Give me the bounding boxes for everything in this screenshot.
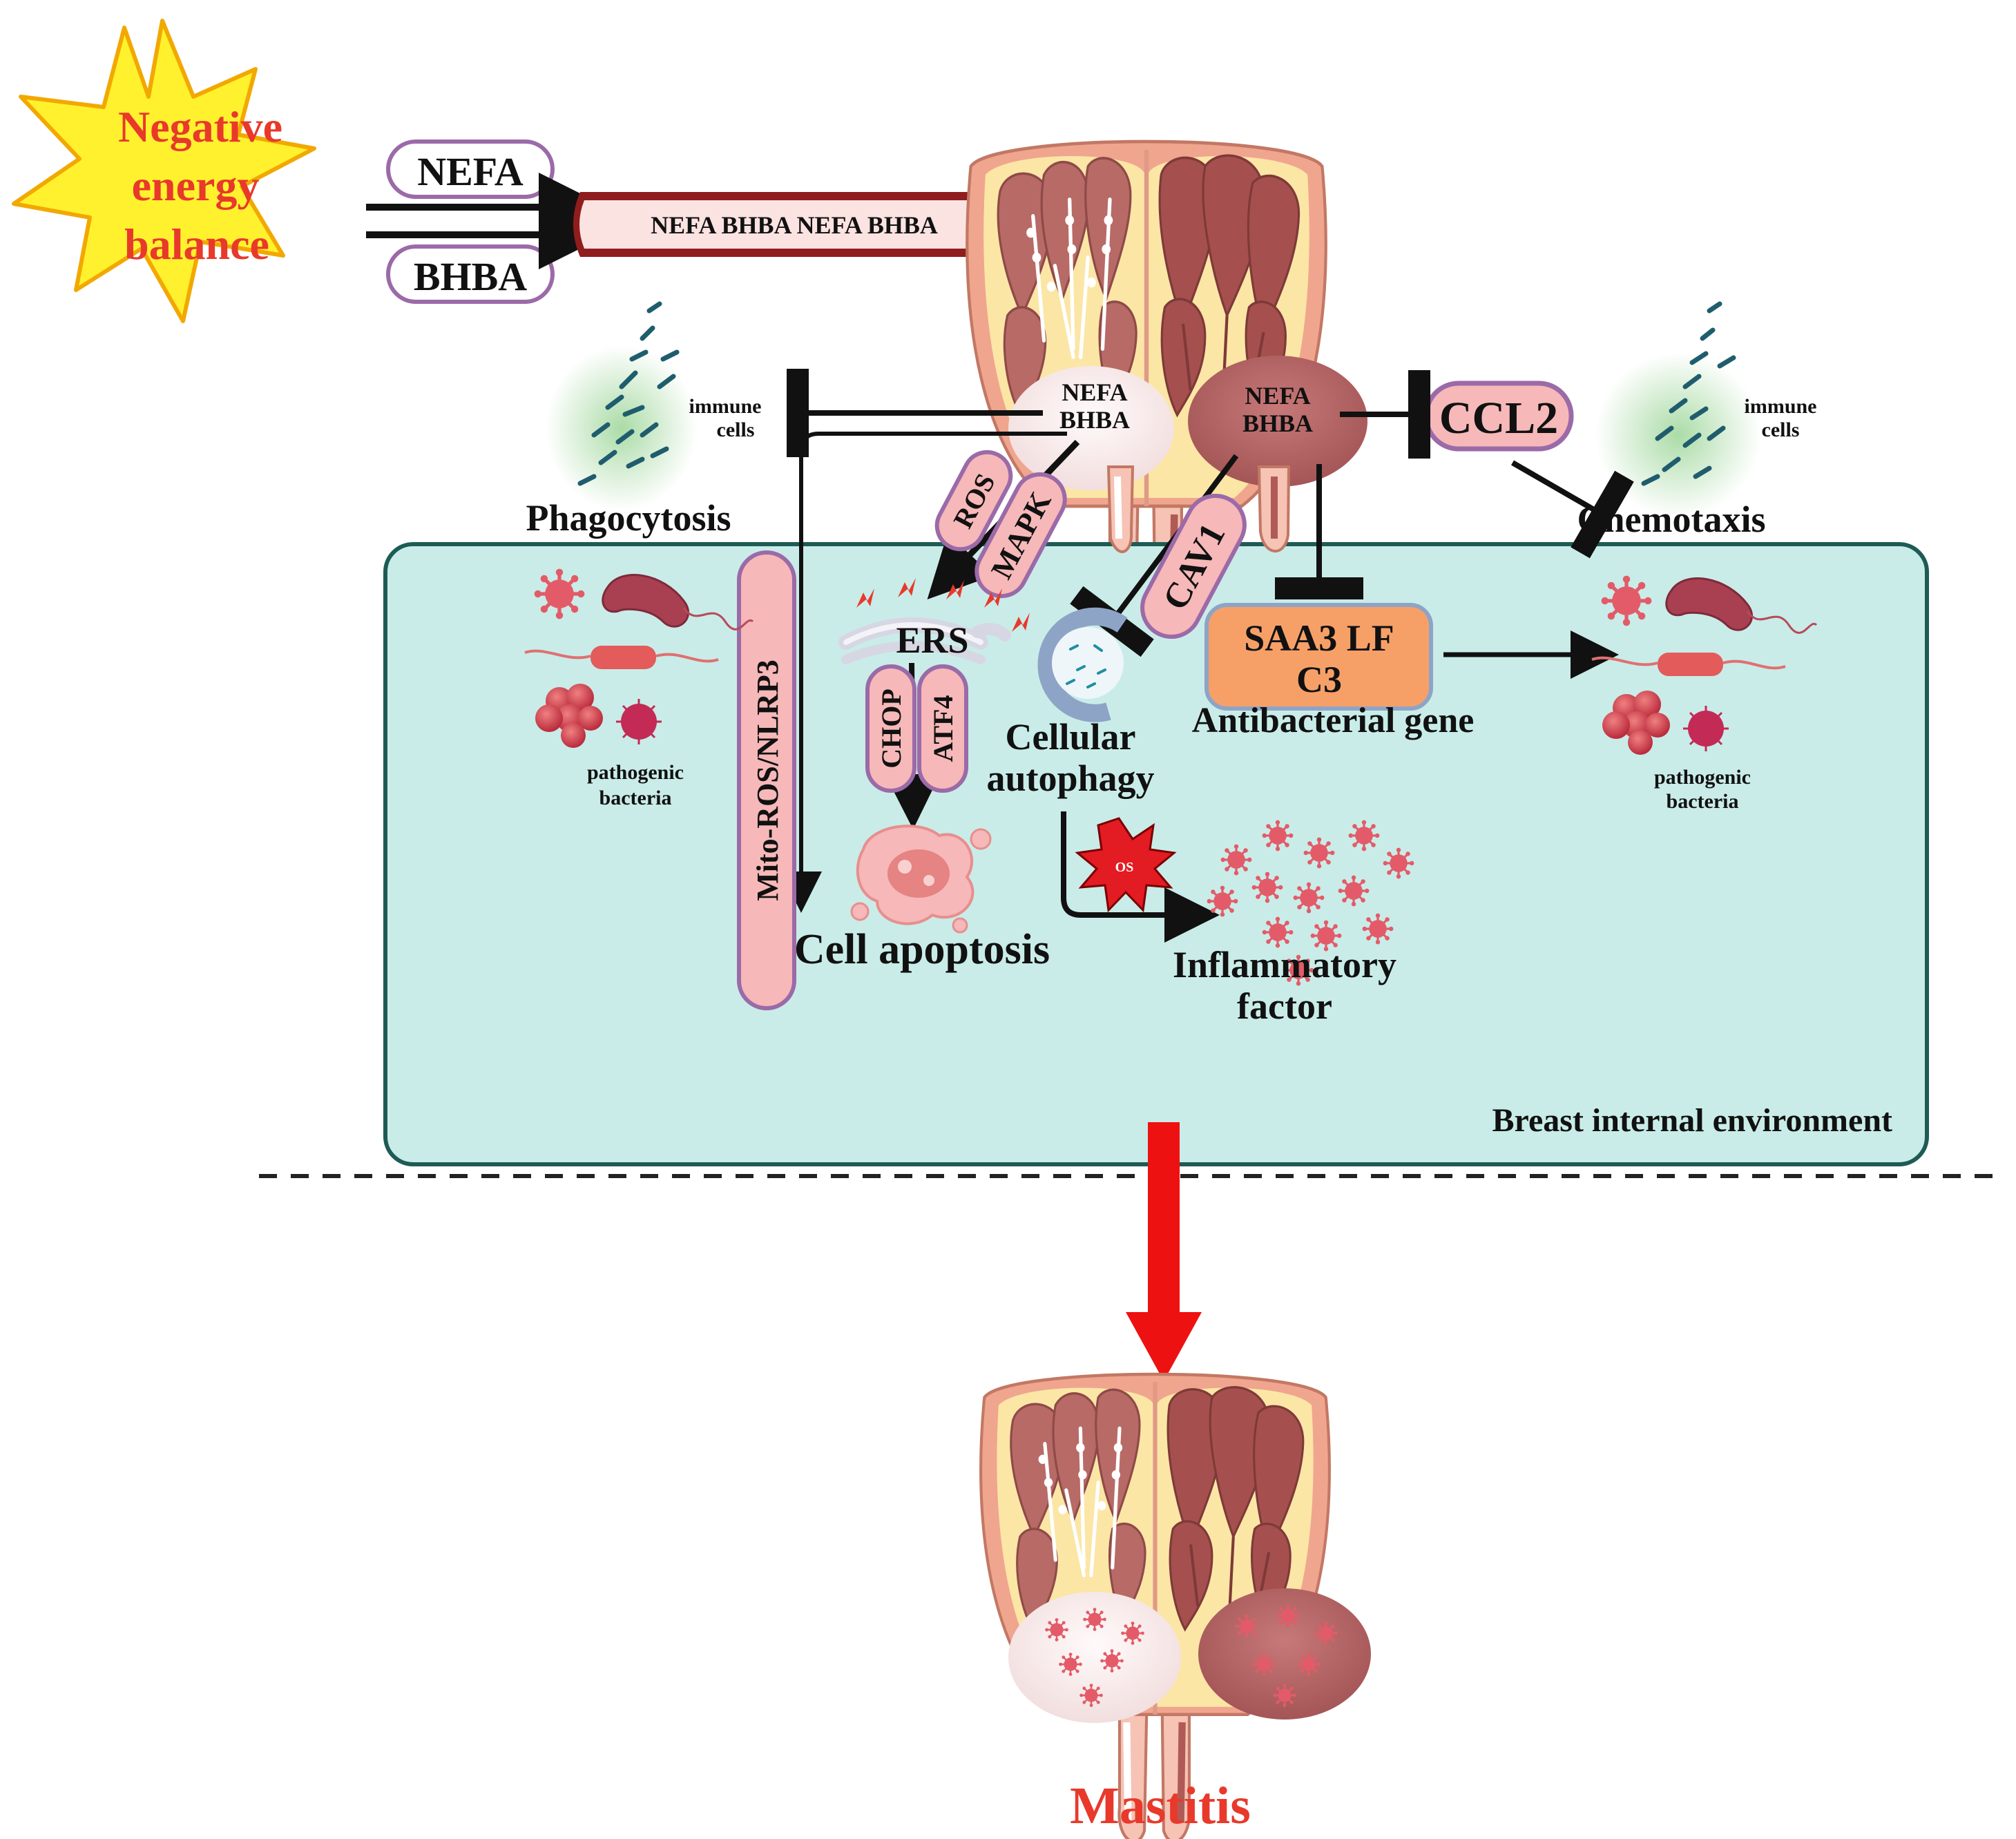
starburst-shape xyxy=(12,19,316,323)
mastitis-label: Mastitis xyxy=(1070,1777,1251,1835)
left-quarter-nefa: NEFA xyxy=(1062,378,1127,406)
immune-cells-left: immune cells xyxy=(546,301,762,511)
autophagosome-icon xyxy=(1037,607,1128,722)
immune-cells-right-line-2: cells xyxy=(1762,418,1800,441)
endoplasmic-reticulum xyxy=(838,617,1011,664)
right-quarter-nefa: NEFA xyxy=(1245,382,1310,410)
mito-ros-nlrp3-pill: Mito-ROS/NLRP3 xyxy=(737,550,796,1010)
progression-arrow xyxy=(1126,1122,1202,1381)
inflammatory-line-2: factor xyxy=(1237,985,1332,1027)
nefa-input-pill: NEFA xyxy=(386,139,555,199)
right-quarter-cistern xyxy=(1188,356,1367,487)
bacteria-left-line-2: bacteria xyxy=(599,787,672,809)
pathogenic-bacteria-right: pathogenic bacteria xyxy=(1591,576,1818,813)
bhba-input-pill: BHBA xyxy=(386,244,555,304)
oxidative-stress-burst: OS xyxy=(1075,817,1177,913)
starburst-line-1: Negative xyxy=(118,102,282,151)
inhibit-chemotaxis xyxy=(1511,460,1634,559)
phagocytosis-label: Phagocytosis xyxy=(526,497,731,539)
left-quarter-cistern xyxy=(1008,366,1174,490)
pathogenic-bacteria-left: pathogenic bacteria xyxy=(524,569,754,809)
immune-cells-right-line-1: immune xyxy=(1745,395,1817,418)
autophagy-line-1: Cellular xyxy=(1006,716,1136,758)
chop-pill: CHOP xyxy=(865,664,916,793)
blood-vessel: NEFA BHBA NEFA BHBA xyxy=(573,192,1001,257)
vessel-label: NEFA BHBA NEFA BHBA xyxy=(651,211,938,239)
left-quarter-bhba: BHBA xyxy=(1059,406,1130,434)
mito-ros-nlrp3-label: Mito-ROS/NLRP3 xyxy=(751,659,785,901)
gene-line-2: C3 xyxy=(1296,659,1342,700)
ccl2-pill: CCL2 xyxy=(1423,381,1574,452)
arrow-to-apoptosis-mito xyxy=(780,432,1067,913)
right-quarter-bhba: BHBA xyxy=(1242,410,1313,437)
immune-cells-right: immune cells xyxy=(1595,301,1817,518)
atf4-label: ATF4 xyxy=(928,695,959,762)
starburst-line-3: balance xyxy=(124,220,269,269)
cell-apoptosis-label: Cell apoptosis xyxy=(794,926,1050,973)
arrow-autophagy-to-inflammation xyxy=(1061,811,1220,943)
immune-cells-left-line-2: cells xyxy=(717,418,755,441)
stress-lightning-icons xyxy=(856,578,1030,632)
autophagy-line-2: autophagy xyxy=(986,758,1154,799)
ers-label: ERS xyxy=(896,619,968,661)
immune-cells-left-line-1: immune xyxy=(689,395,762,418)
bhba-input-label: BHBA xyxy=(414,254,527,299)
os-label: OS xyxy=(1115,860,1134,875)
apoptotic-cell-icon xyxy=(850,825,992,934)
gene-line-1: SAA3 LF xyxy=(1244,617,1394,659)
environment-label: Breast internal environment xyxy=(1492,1102,1892,1139)
bacteria-left-line-1: pathogenic xyxy=(587,761,684,784)
chop-label: CHOP xyxy=(876,689,907,769)
antibacterial-gene-box: SAA3 LF C3 xyxy=(1204,603,1433,711)
atf4-pill: ATF4 xyxy=(917,664,968,793)
chemotaxis-label: Chemotaxis xyxy=(1577,499,1766,540)
nefa-input-label: NEFA xyxy=(417,149,524,194)
negative-energy-balance-starburst: Negative energy balance xyxy=(12,19,316,323)
starburst-line-2: energy xyxy=(132,161,260,210)
bacteria-right-line-1: pathogenic xyxy=(1654,766,1751,789)
antibacterial-gene-label: Antibacterial gene xyxy=(1192,701,1475,740)
ccl2-label: CCL2 xyxy=(1439,393,1558,443)
bacteria-right-line-2: bacteria xyxy=(1667,790,1739,813)
inflammatory-line-1: Inflammatory xyxy=(1173,944,1396,985)
udder-top-teats xyxy=(1106,465,1291,553)
